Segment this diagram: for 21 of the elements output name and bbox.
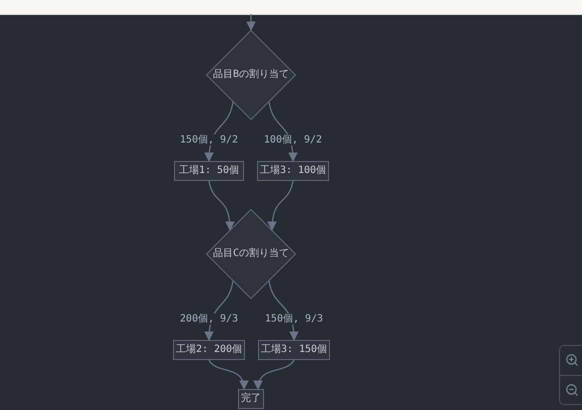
node-label: 完了 xyxy=(241,394,261,404)
process-box xyxy=(258,340,330,360)
node-label: 工場3: 150個 xyxy=(260,345,328,355)
edge-label: 150個, 9/3 xyxy=(264,314,324,324)
node-label: 工場1: 50個 xyxy=(178,166,240,176)
edge-label: 100個, 9/2 xyxy=(262,134,324,146)
node-label: 工場2: 200個 xyxy=(176,345,242,355)
node-label: 品目Bの割り当て xyxy=(212,70,290,80)
process-box xyxy=(238,389,264,409)
arrow xyxy=(208,360,248,390)
edge-label: 150個, 9/2 xyxy=(178,134,240,146)
arrow xyxy=(254,360,294,390)
edge-label: 200個, 9/3 xyxy=(178,314,240,324)
arrow xyxy=(208,180,234,231)
node-label: 品目Cの割り当て xyxy=(212,249,290,259)
process-box xyxy=(173,340,245,360)
process-box xyxy=(174,161,244,181)
arrow xyxy=(268,180,294,231)
arrow xyxy=(246,14,256,31)
node-label: 工場3: 100個 xyxy=(260,166,326,176)
process-box xyxy=(257,161,329,181)
